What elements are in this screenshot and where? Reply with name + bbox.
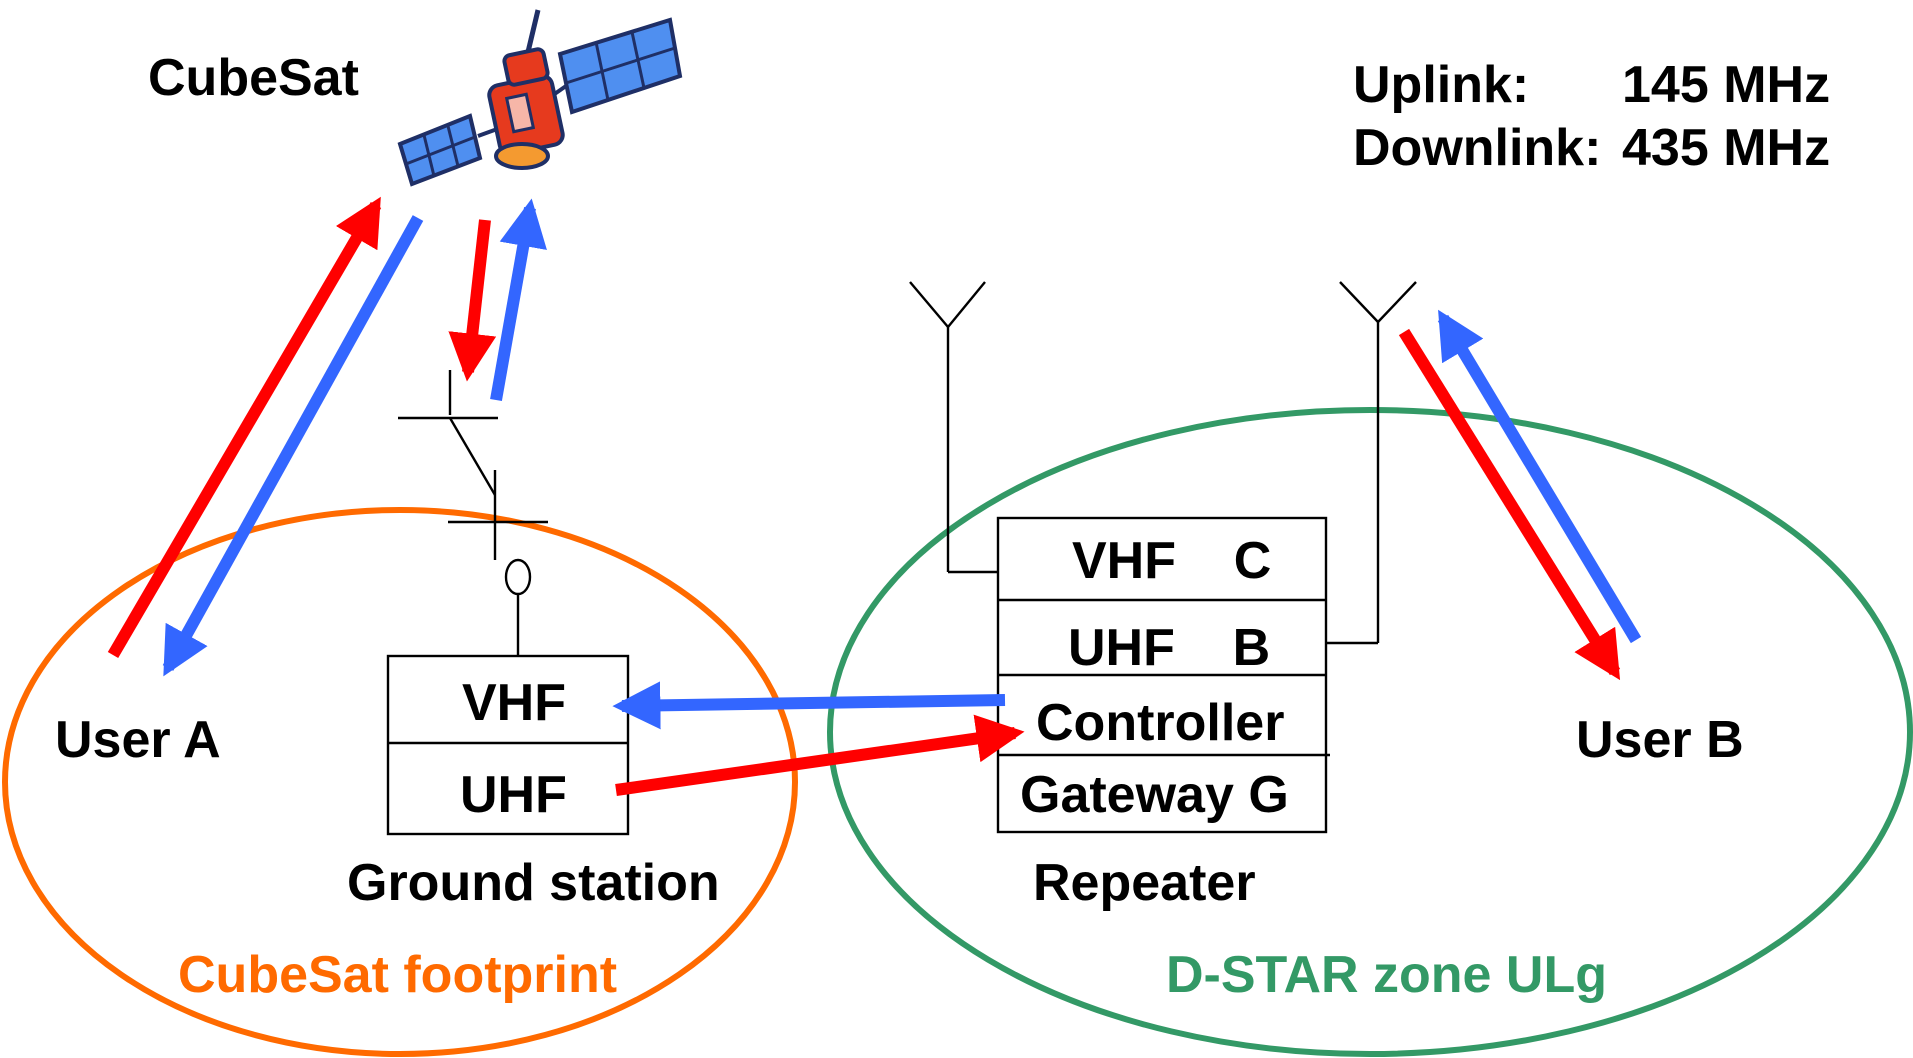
user-a-uplink-arrow — [107, 196, 382, 659]
repeater-uhf-b: UHF B — [1068, 619, 1270, 677]
cubesat-footprint-zone — [2, 507, 798, 1057]
user-a-downlink-arrow — [162, 215, 424, 677]
repeater-vhf-c: VHF C — [1072, 532, 1271, 590]
user-b-label: User B — [1576, 711, 1744, 769]
dipole-antenna-icon-b — [1326, 281, 1417, 645]
user-a-label: User A — [55, 711, 221, 769]
uplink-label: Uplink: — [1353, 56, 1529, 114]
downlink-value: 435 MHz — [1622, 119, 1830, 177]
repeater-gateway: Gateway G — [1020, 766, 1289, 824]
ground-station-box: VHF UHF — [386, 654, 630, 836]
user-b-to-repeater-arrow — [1437, 309, 1642, 644]
repeater-box: VHF C UHF B Controller Gateway G — [996, 516, 1330, 834]
satellite-icon — [397, 9, 683, 187]
downlink-label: Downlink: — [1353, 119, 1601, 177]
ground-station-uplink-arrow — [490, 198, 547, 402]
dstar-zone-label: D-STAR zone ULg — [1166, 946, 1607, 1004]
dstar-zone — [827, 407, 1913, 1057]
yagi-antenna-icon — [398, 370, 548, 655]
ground-station-uhf: UHF — [460, 766, 567, 824]
uplink-value: 145 MHz — [1622, 56, 1830, 114]
ground-station-downlink-arrow — [448, 219, 497, 382]
ground-station-vhf: VHF — [462, 674, 566, 732]
satellite-label: CubeSat — [148, 49, 359, 107]
repeater-controller: Controller — [1036, 694, 1284, 752]
ground-station-label: Ground station — [347, 854, 720, 912]
gs-uhf-to-controller-arrow — [615, 714, 1025, 796]
footprint-label: CubeSat footprint — [178, 946, 617, 1004]
repeater-to-user-b-arrow — [1398, 328, 1621, 681]
repeater-label: Repeater — [1033, 854, 1256, 912]
controller-to-gs-vhf-arrow — [612, 681, 1006, 730]
dipole-antenna-icon — [909, 281, 998, 574]
